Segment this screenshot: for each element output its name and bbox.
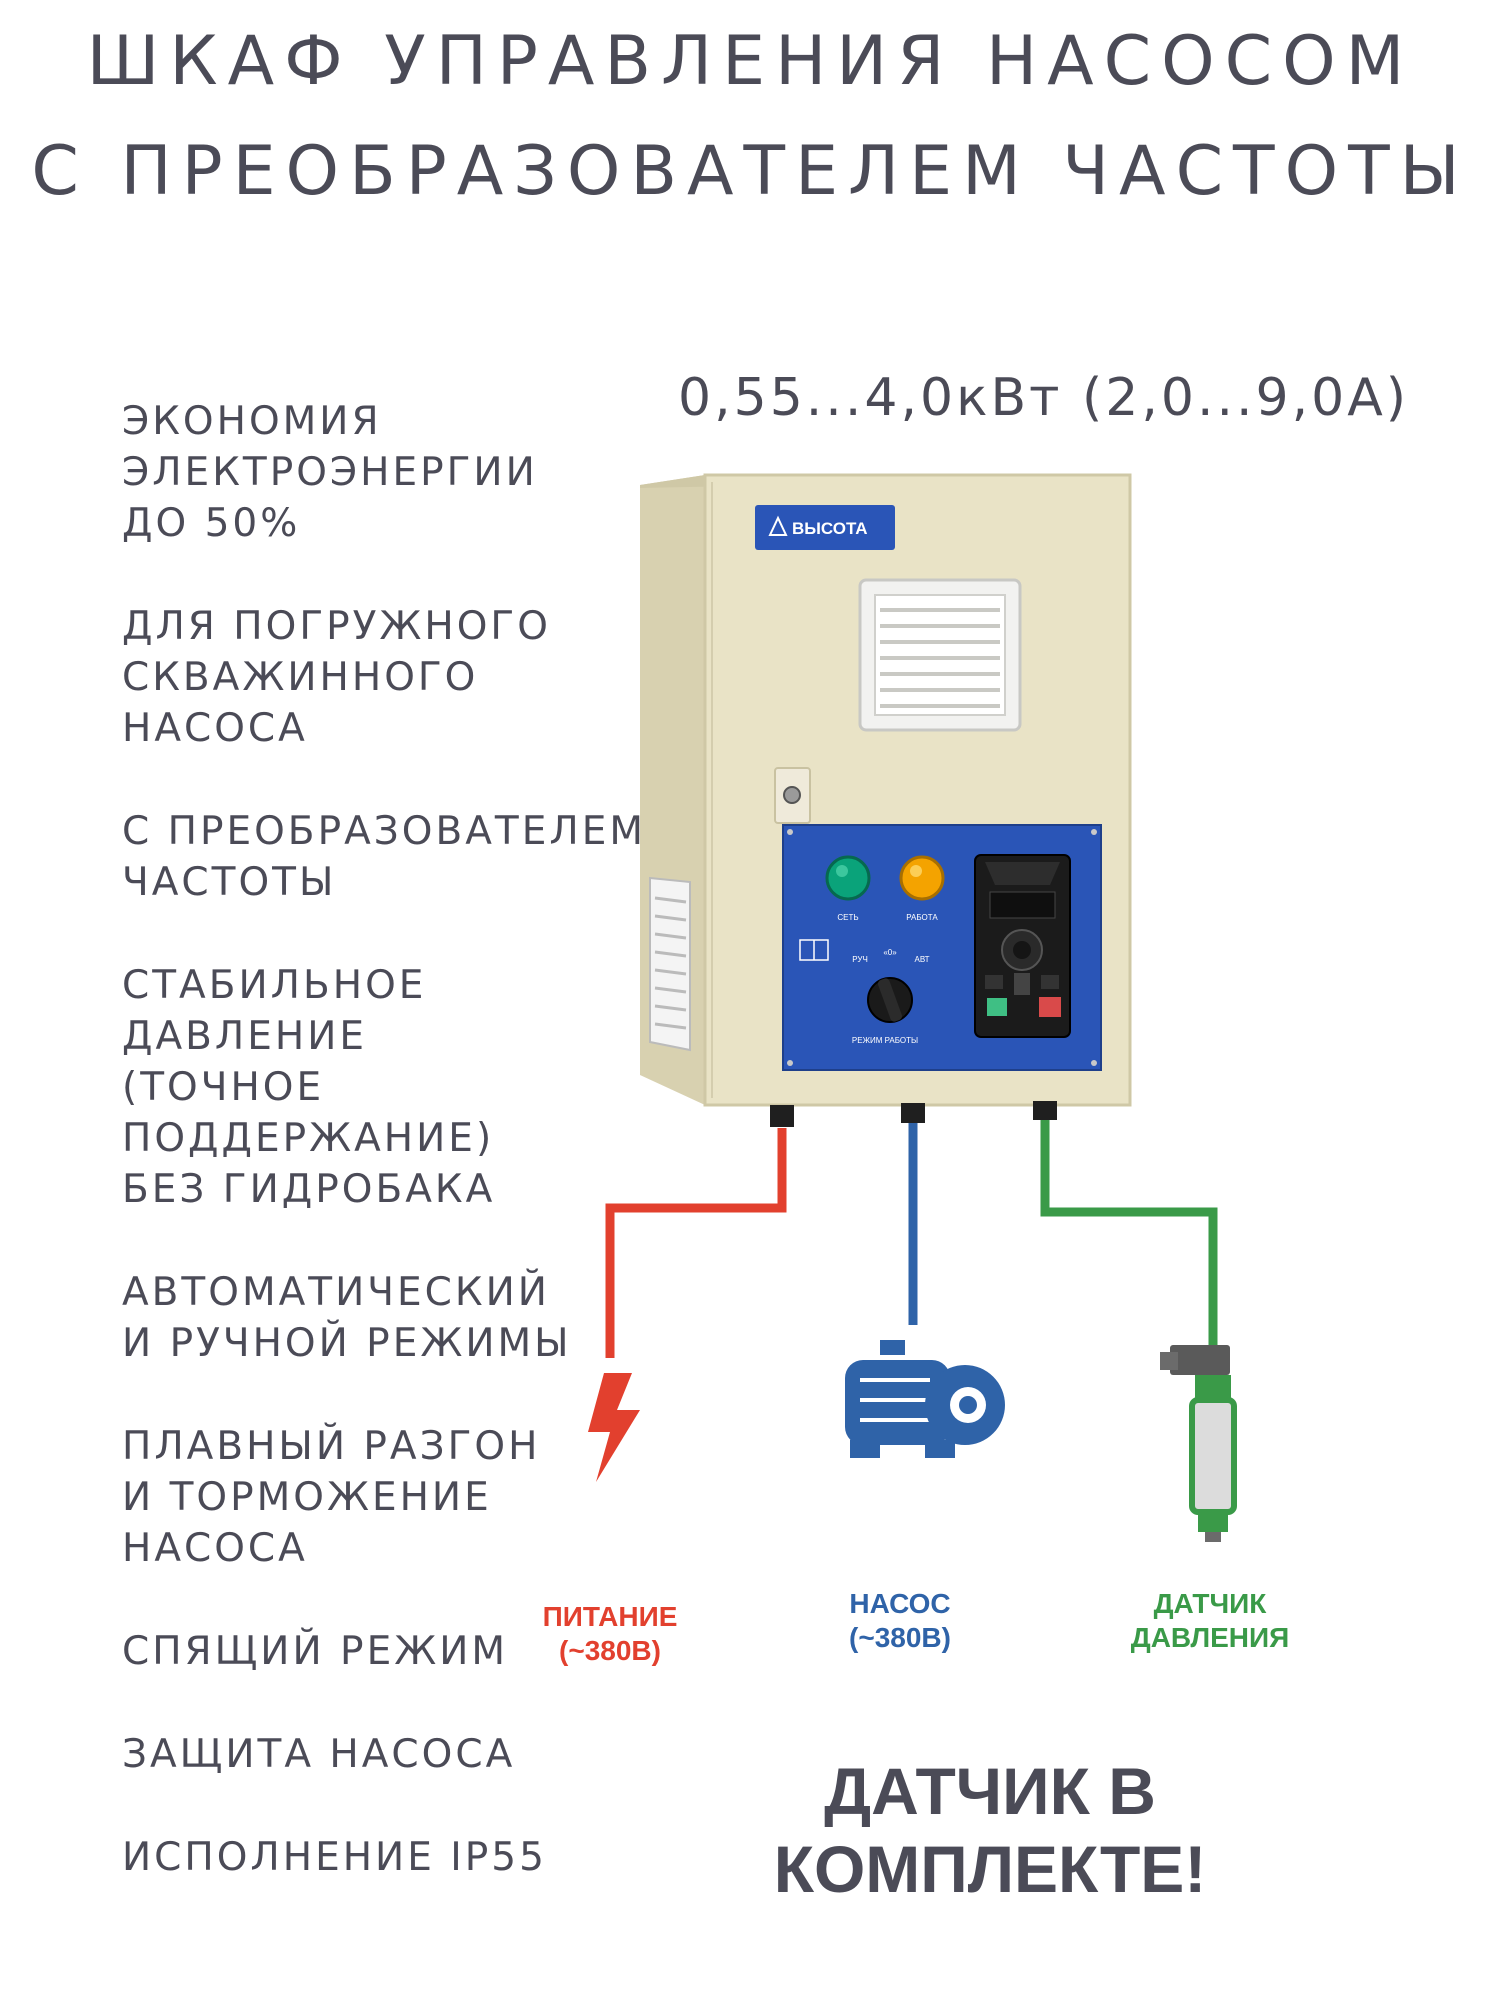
power-label-line-2: (~380В) [559, 1635, 661, 1666]
power-connection-label: ПИТАНИЕ (~380В) [520, 1600, 700, 1668]
manual-book-icon [799, 939, 829, 961]
sensor-cable [1040, 1118, 1218, 1345]
feature-line: АВТОМАТИЧЕСКИЙ [122, 1270, 550, 1315]
sensor-label-line-1: ДАТЧИК [1153, 1588, 1267, 1619]
pump-label-line-1: НАСОС [849, 1588, 951, 1619]
feature-line: ЭЛЕКТРОЭНЕРГИИ [122, 450, 538, 495]
feature-line: ПОДДЕРЖАНИЕ) [122, 1116, 495, 1161]
feature-line: СТАБИЛЬНОЕ [122, 963, 427, 1008]
page-title-line-2: С ПРЕОБРАЗОВАТЕЛЕМ ЧАСТОТЫ [31, 132, 1470, 211]
promo-line-1: ДАТЧИК В [824, 1754, 1156, 1828]
network-lamp [825, 855, 871, 901]
feature-line: ИСПОЛНЕНИЕ IP55 [122, 1835, 547, 1880]
feature-item: ЭКОНОМИЯ ЭЛЕКТРОЭНЕРГИИ ДО 50% [122, 396, 622, 549]
feature-line: ДО 50% [122, 501, 301, 546]
feature-item: ПЛАВНЫЙ РАЗГОН И ТОРМОЖЕНИЕ НАСОСА [122, 1421, 622, 1574]
feature-item: СПЯЩИЙ РЕЖИМ [122, 1626, 622, 1677]
sensor-connection-label: ДАТЧИК ДАВЛЕНИЯ [1110, 1587, 1310, 1655]
feature-line: И РУЧНОЙ РЕЖИМЫ [122, 1321, 572, 1366]
feature-line: ЭКОНОМИЯ [122, 399, 382, 444]
feature-list: ЭКОНОМИЯ ЭЛЕКТРОЭНЕРГИИ ДО 50% ДЛЯ ПОГРУЖНО… [122, 396, 646, 1935]
feature-line: (ТОЧНОЕ [122, 1065, 325, 1110]
brand-name: ВЫСОТА [792, 519, 868, 538]
sensor-label-line-2: ДАВЛЕНИЯ [1130, 1622, 1290, 1653]
sensor-included-banner: ДАТЧИК В КОМПЛЕКТЕ! [740, 1752, 1240, 1908]
feature-line: СКВАЖИННОГО [122, 655, 479, 700]
door-lock-icon[interactable] [774, 767, 811, 824]
frequency-converter-keypad[interactable] [974, 854, 1071, 1038]
pump-label-line-2: (~380В) [849, 1622, 951, 1653]
pump-motor-icon [845, 1340, 1005, 1458]
feature-line: НАСОСА [122, 1526, 308, 1571]
feature-line: ДЛЯ ПОГРУЖНОГО [122, 604, 551, 649]
feature-line: НАСОСА [122, 706, 308, 751]
feature-line: СПЯЩИЙ РЕЖИМ [122, 1629, 509, 1674]
work-lamp [899, 855, 945, 901]
feature-line: ПЛАВНЫЙ РАЗГОН [122, 1424, 541, 1469]
side-vent [649, 876, 691, 1052]
pressure-sensor-icon [1160, 1345, 1237, 1542]
feature-line: БЕЗ ГИДРОБАКА [122, 1167, 496, 1212]
front-vent-grille [858, 578, 1022, 732]
feature-item: ДЛЯ ПОГРУЖНОГО СКВАЖИННОГО НАСОСА [122, 601, 622, 754]
mode-switch-knob[interactable] [867, 977, 913, 1023]
feature-line: ЗАЩИТА НАСОСА [122, 1732, 516, 1777]
cable-gland-pump [901, 1103, 925, 1123]
power-range: 0,55...4,0кВт (2,0...9,0А) [678, 368, 1410, 428]
feature-item: АВТОМАТИЧЕСКИЙ И РУЧНОЙ РЕЖИМЫ [122, 1267, 622, 1369]
power-cable [605, 1128, 787, 1358]
pump-connection-label: НАСОС (~380В) [820, 1587, 980, 1655]
promo-line-2: КОМПЛЕКТЕ! [773, 1832, 1207, 1906]
feature-item: ЗАЩИТА НАСОСА [122, 1729, 622, 1780]
lightning-icon [588, 1373, 640, 1482]
brand-plate [755, 505, 895, 550]
switch-auto-label: АВТ [914, 955, 929, 964]
brand-logo-icon [768, 515, 788, 536]
feature-line: С ПРЕОБРАЗОВАТЕЛЕМ [122, 809, 646, 854]
work-lamp-label: РАБОТА [906, 913, 938, 922]
feature-item: ИСПОЛНЕНИЕ IP55 [122, 1832, 622, 1883]
cable-gland-sensor [1033, 1101, 1057, 1120]
switch-manual-label: РУЧ [852, 955, 868, 964]
feature-line: ЧАСТОТЫ [122, 860, 337, 905]
switch-mode-label: РЕЖИМ РАБОТЫ [852, 1036, 918, 1045]
feature-line: И ТОРМОЖЕНИЕ [122, 1475, 492, 1520]
cable-gland-power [770, 1105, 794, 1127]
network-lamp-label: СЕТЬ [837, 913, 858, 922]
feature-item: С ПРЕОБРАЗОВАТЕЛЕМ ЧАСТОТЫ [122, 806, 646, 908]
page-title-line-1: ШКАФ УПРАВЛЕНИЯ НАСОСОМ [86, 22, 1415, 101]
feature-line: ДАВЛЕНИЕ [122, 1014, 368, 1059]
feature-item: СТАБИЛЬНОЕ ДАВЛЕНИЕ (ТОЧНОЕ ПОДДЕРЖАНИЕ) БЕЗ… [122, 960, 622, 1215]
power-label-line-1: ПИТАНИЕ [542, 1601, 678, 1632]
switch-zero-label: «0» [883, 948, 897, 957]
